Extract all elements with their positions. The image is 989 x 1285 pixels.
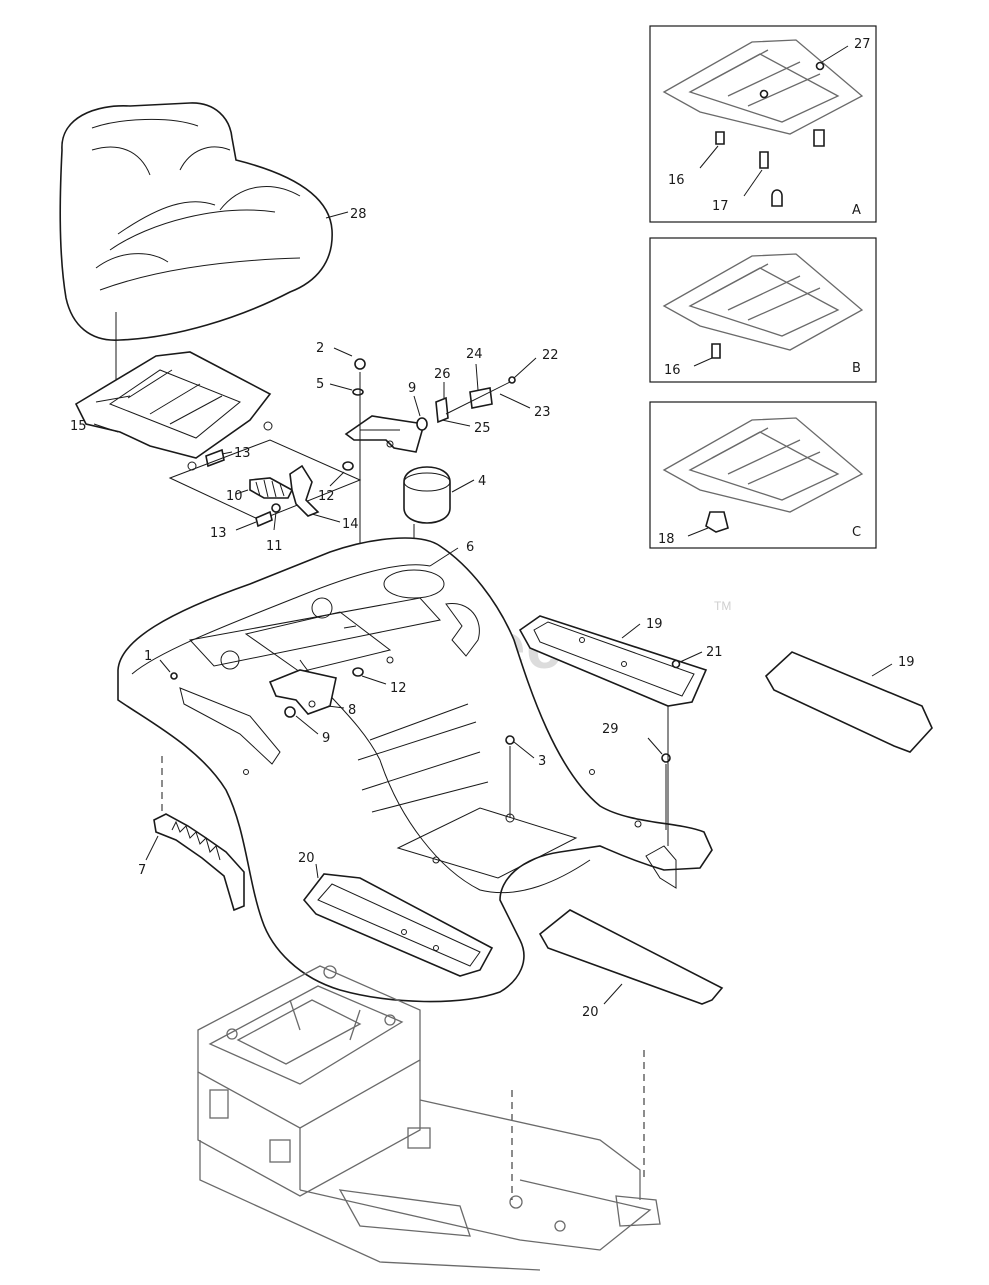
callout-10: 10 bbox=[226, 489, 243, 504]
footrest-20-detached bbox=[538, 909, 724, 1005]
callout-24: 24 bbox=[466, 347, 483, 362]
seat-pan-part bbox=[74, 351, 273, 471]
footrest-20-installed bbox=[302, 873, 494, 977]
inset-b-label: B bbox=[852, 361, 861, 376]
cup-holder-part bbox=[403, 466, 451, 524]
callout-15: 15 bbox=[70, 419, 87, 434]
callout-2: 2 bbox=[316, 341, 324, 356]
callout-3: 3 bbox=[538, 754, 546, 769]
callout-19-detached: 19 bbox=[898, 655, 915, 670]
callout-12-lower: 12 bbox=[390, 681, 407, 696]
callout-7: 7 bbox=[138, 863, 146, 878]
callout-8: 8 bbox=[348, 703, 356, 718]
footrest-19-installed bbox=[518, 615, 708, 707]
inset-b-frame bbox=[649, 237, 877, 383]
inset-a-frame bbox=[649, 25, 877, 223]
inset-b-seat-pan bbox=[662, 253, 864, 351]
callout-11: 11 bbox=[266, 539, 283, 554]
inset-c-frame bbox=[649, 401, 877, 549]
fender-body-part bbox=[117, 537, 713, 1003]
spring-lever-part bbox=[249, 464, 320, 517]
callout-6: 6 bbox=[466, 540, 474, 555]
inset-c-label: C bbox=[852, 525, 861, 540]
lower-bracket-part bbox=[268, 669, 337, 715]
callout-12-upper: 12 bbox=[318, 489, 335, 504]
callout-13-upper: 13 bbox=[234, 446, 251, 461]
callout-23: 23 bbox=[534, 405, 551, 420]
callout-26: 26 bbox=[434, 367, 451, 382]
callout-19-installed: 19 bbox=[646, 617, 663, 632]
callout-20-installed: 20 bbox=[298, 851, 315, 866]
callout-20-detached: 20 bbox=[582, 1005, 599, 1020]
callout-9-upper: 9 bbox=[408, 381, 416, 396]
callout-14: 14 bbox=[342, 517, 359, 532]
inset-c-seat-pan bbox=[662, 417, 864, 513]
callout-5: 5 bbox=[316, 377, 324, 392]
callout-22: 22 bbox=[542, 348, 559, 363]
upper-bracket-part bbox=[344, 415, 426, 453]
watermark-trademark: TM bbox=[714, 599, 731, 613]
inset-a-callout-27: 27 bbox=[854, 37, 871, 52]
inset-b-callout-16: 16 bbox=[664, 363, 681, 378]
callout-28: 28 bbox=[350, 207, 367, 222]
height-rack-part bbox=[153, 813, 245, 912]
callout-1: 1 bbox=[144, 649, 152, 664]
callout-25: 25 bbox=[474, 421, 491, 436]
callout-21: 21 bbox=[706, 645, 723, 660]
seat-part bbox=[59, 102, 333, 341]
inset-a-label: A bbox=[852, 203, 861, 218]
callout-9-lower: 9 bbox=[322, 731, 330, 746]
bolt-13-upper bbox=[205, 448, 225, 468]
callout-4: 4 bbox=[478, 474, 486, 489]
inset-a-callout-17: 17 bbox=[712, 199, 729, 214]
callout-13-lower: 13 bbox=[210, 526, 227, 541]
inset-c-callout-18: 18 bbox=[658, 532, 675, 547]
inset-a-seat-pan bbox=[662, 39, 864, 135]
inset-a-callout-16: 16 bbox=[668, 173, 685, 188]
footrest-19-detached bbox=[764, 651, 933, 753]
callout-29: 29 bbox=[602, 722, 619, 737]
frame-ghost bbox=[197, 965, 661, 1271]
